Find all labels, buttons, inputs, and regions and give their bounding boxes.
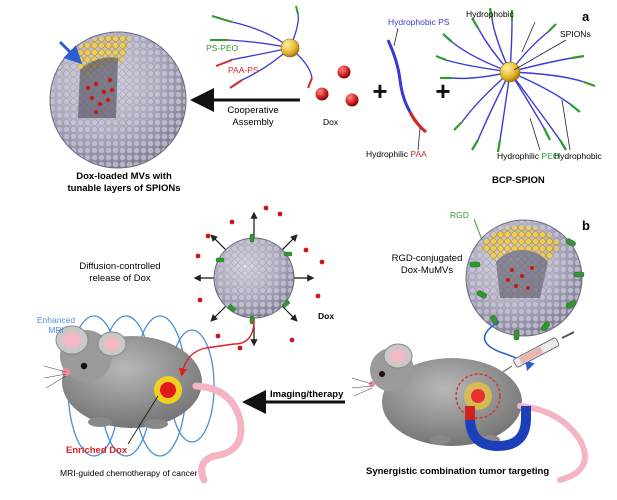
dox-loaded-line-1: Dox-loaded MVs with [76, 171, 172, 182]
cooperative-line-2: Assembly [232, 116, 274, 128]
dox-loaded-line-2: tunable layers of SPIONs [67, 182, 181, 194]
magnet [465, 406, 531, 452]
enriched-dox-callout [127, 395, 159, 445]
label-dox: Dox [323, 117, 339, 127]
paa-word: PAA [410, 149, 427, 159]
label-synergistic: Synergistic combination tumor targeting [366, 466, 550, 477]
label-spions: SPIONs [560, 29, 591, 39]
bcp-spion-micelle [435, 7, 596, 153]
mouse-targeting [351, 343, 588, 483]
enhanced-mri-line-2: MRI [48, 324, 64, 335]
hydrophobic-callout [521, 21, 536, 53]
hydrophilic-paa-callout [417, 127, 421, 151]
rgd-conjugated-line-2: Dox-MuMVs [400, 264, 454, 276]
label-hydrophobic-top: Hydrophobic [466, 9, 514, 19]
label-cooperative-assembly: Cooperative Assembly [214, 106, 292, 127]
hydrophilic-peo-prefix: Hydrophilic [497, 151, 540, 161]
dox-loaded-vesicle [49, 31, 187, 169]
cooperative-line-1: Cooperative [227, 105, 279, 116]
label-bcp-spion: BCP-SPION [492, 175, 545, 186]
hydrophobic-right-callout [561, 99, 571, 151]
label-enriched-dox: Enriched Dox [66, 445, 128, 456]
label-enhanced-mri: Enhanced MRI [26, 316, 86, 334]
label-diffusion-release: Diffusion-controlled release of Dox [60, 262, 180, 283]
vesicle-wall-inset [210, 5, 313, 89]
panel-a-letter: a [582, 9, 590, 24]
label-hydrophobic-right: Hydrophobic [554, 151, 602, 161]
label-dox-loaded-mvs: Dox-loaded MVs with tunable layers of SP… [54, 172, 194, 193]
diffusion-line-1: Diffusion-controlled [79, 261, 161, 272]
release-to-tumor-arrow [178, 319, 255, 377]
panel-b-letter: b [582, 218, 590, 233]
syringe [499, 331, 575, 375]
hydrophilic-paa-prefix: Hydrophilic [366, 149, 409, 159]
rgd-conjugated-vesicle [465, 219, 585, 341]
enhanced-mri-line-1: Enhanced [36, 315, 76, 325]
label-hydrophilic-paa: Hydrophilic PAA [366, 150, 427, 159]
rgd-callout [473, 218, 483, 241]
plus-sign-1: + [435, 76, 450, 106]
label-dox-release: Dox [318, 311, 335, 321]
label-paa-ps: PAA-PS [228, 65, 259, 75]
label-rgd: RGD [450, 210, 469, 220]
hydrophilic-peo-callout [529, 117, 541, 151]
hydrophobic-ps-callout [393, 27, 399, 47]
dox-molecules [315, 65, 359, 107]
diffusion-release-vesicle [193, 205, 325, 351]
paa-ps-chain [386, 39, 428, 134]
diffusion-line-2: release of Dox [89, 272, 151, 284]
label-hydrophobic-ps: Hydrophobic PS [388, 17, 450, 27]
label-ps-peo: PS-PEO [206, 43, 239, 53]
spions-callout [513, 39, 567, 71]
mouse-imaged [43, 325, 245, 484]
label-imaging-therapy: Imaging/therapy [270, 389, 344, 400]
label-rgd-conjugated: RGD-conjugated Dox-MuMVs [382, 254, 472, 275]
injection-path [483, 321, 535, 372]
peo-word: PEO [541, 151, 560, 161]
rgd-conjugated-line-1: RGD-conjugated [391, 253, 463, 264]
plus-sign-2: + [372, 76, 387, 106]
label-mri-guided: MRI-guided chemotherapy of cancer [60, 468, 198, 478]
label-hydrophilic-peo: Hydrophilic PEO [497, 152, 559, 161]
